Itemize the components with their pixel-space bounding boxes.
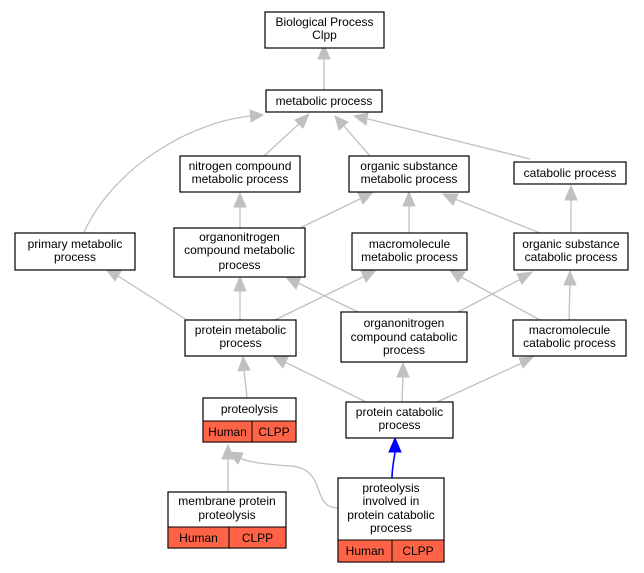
node-label-line: metabolic process [192, 172, 289, 186]
edge-organonitrogen-cat-to-organonitrogen [284, 276, 359, 313]
node-label-line: organic substance [360, 159, 458, 173]
node-label-line: proteolysis [362, 481, 419, 495]
node-protein-metabolic-process[interactable]: protein metabolic process [184, 319, 297, 357]
edge-protein-met-to-macromolecule [274, 269, 378, 321]
edge-organic-sub-to-metabolic [334, 115, 371, 157]
node-organonitrogen-compound-catabolic-process[interactable]: organonitrogen compound catabolic proces… [340, 311, 468, 363]
edge-organonitrogen-to-organic-sub [299, 191, 375, 229]
node-organic-substance-metabolic-process[interactable]: organic substance metabolic process [348, 155, 470, 193]
edge-catabolic-to-metabolic [352, 112, 531, 160]
node-catabolic-process[interactable]: catabolic process [513, 161, 627, 185]
species-label: Human [346, 544, 385, 558]
edge-macro-cat-to-organic-cat [563, 269, 577, 321]
node-organic-substance-catabolic-process[interactable]: organic substance catabolic process [513, 232, 629, 271]
edge-organic-cat-to-organic-sub [441, 193, 541, 234]
edge-macro-cat-to-macromolecule [448, 269, 541, 321]
node-macromolecule-metabolic-process[interactable]: macromolecule metabolic process [351, 232, 468, 271]
gene-label: CLPP [402, 544, 433, 558]
node-label-line: macromolecule [529, 323, 611, 337]
species-tag: Human [167, 526, 230, 549]
node-label-line: process [378, 418, 420, 432]
edge-nitrogen-to-metabolic [263, 113, 310, 157]
node-label-line: membrane protein [178, 494, 275, 508]
species-tag: Human [202, 420, 253, 443]
node-label-line: catabolic process [525, 250, 618, 264]
node-proteolysis[interactable]: proteolysis Human CLPP [202, 397, 297, 443]
node-label-line: primary metabolic [28, 237, 123, 251]
species-tag: Human [337, 539, 393, 563]
edge-proteolysis-cat-to-protein-cat [388, 436, 402, 479]
node-label-line: proteolysis [221, 402, 278, 416]
node-membrane-protein-proteolysis[interactable]: membrane protein proteolysis Human CLPP [167, 491, 287, 549]
node-label-line: proteolysis [198, 508, 255, 522]
node-nitrogen-compound-metabolic-process[interactable]: nitrogen compound metabolic process [179, 155, 301, 193]
node-label-line: metabolic process [361, 172, 458, 186]
node-label-line: protein catabolic [356, 405, 443, 419]
edge-protein-cat-to-protein-met [271, 355, 367, 403]
node-label-line: organonitrogen [199, 230, 280, 244]
node-macromolecule-catabolic-process[interactable]: macromolecule catabolic process [512, 319, 627, 357]
node-metabolic-process[interactable]: metabolic process [265, 89, 383, 113]
edge-proteolysis-to-protein-met [237, 355, 251, 399]
edge-protein-cat-to-macro-cat [436, 356, 535, 403]
species-label: Human [179, 531, 218, 545]
edge-organonitrogen-cat-to-organic-cat [457, 271, 534, 313]
node-label-line: process [219, 336, 261, 350]
edge-protein-met-to-organonitrogen [233, 275, 247, 320]
edge-protein-cat-to-organonitrogen-cat [396, 361, 410, 403]
node-label-line: macromolecule [369, 237, 451, 251]
node-biological-process-clpp[interactable]: Biological Process Clpp [264, 11, 385, 49]
edge-organonitrogen-to-nitrogen [233, 191, 247, 228]
gene-tag: CLPP [251, 420, 297, 443]
gene-label: CLPP [242, 531, 273, 545]
edge-proteolysis-cat-to-proteolysis [226, 451, 339, 509]
node-protein-catabolic-process[interactable]: protein catabolic process [345, 401, 454, 439]
node-label-line: process [218, 258, 260, 272]
gene-tag: CLPP [228, 526, 287, 549]
node-label-line: Biological Process [275, 15, 373, 29]
node-label-line: process [383, 343, 425, 357]
gene-tag: CLPP [391, 539, 445, 563]
node-label-line: organonitrogen [364, 316, 445, 330]
node-label-line: organic substance [522, 237, 620, 251]
node-label-line: involved in [363, 494, 420, 508]
edge-macromolecule-to-organic-sub [402, 190, 416, 233]
edge-organic-cat-to-catabolic [564, 184, 578, 233]
node-label-line: metabolic process [276, 94, 373, 108]
species-label: Human [208, 425, 247, 439]
node-label-line: nitrogen compound [189, 159, 292, 173]
node-label-line: process [370, 521, 412, 535]
node-label-line: metabolic process [361, 250, 458, 264]
node-primary-metabolic-process[interactable]: primary metabolic process [14, 232, 136, 271]
edge-primary-to-metabolic [83, 109, 265, 233]
node-organonitrogen-compound-metabolic-process[interactable]: organonitrogen compound metabolic proces… [173, 227, 306, 278]
node-label-line: Clpp [312, 28, 337, 42]
node-label-line: catabolic process [524, 166, 617, 180]
gene-label: CLPP [258, 425, 289, 439]
node-label-line: protein metabolic [195, 323, 286, 337]
node-label-line: protein catabolic [347, 508, 434, 522]
node-proteolysis-involved-in-protein-catabolic-process[interactable]: proteolysis involved in protein cataboli… [337, 477, 445, 563]
node-label-line: compound metabolic [184, 243, 295, 257]
node-label-line: catabolic process [523, 336, 616, 350]
node-label-line: process [54, 250, 96, 264]
edge-metabolic-to-root [317, 43, 331, 91]
node-label-line: compound catabolic [351, 330, 458, 344]
